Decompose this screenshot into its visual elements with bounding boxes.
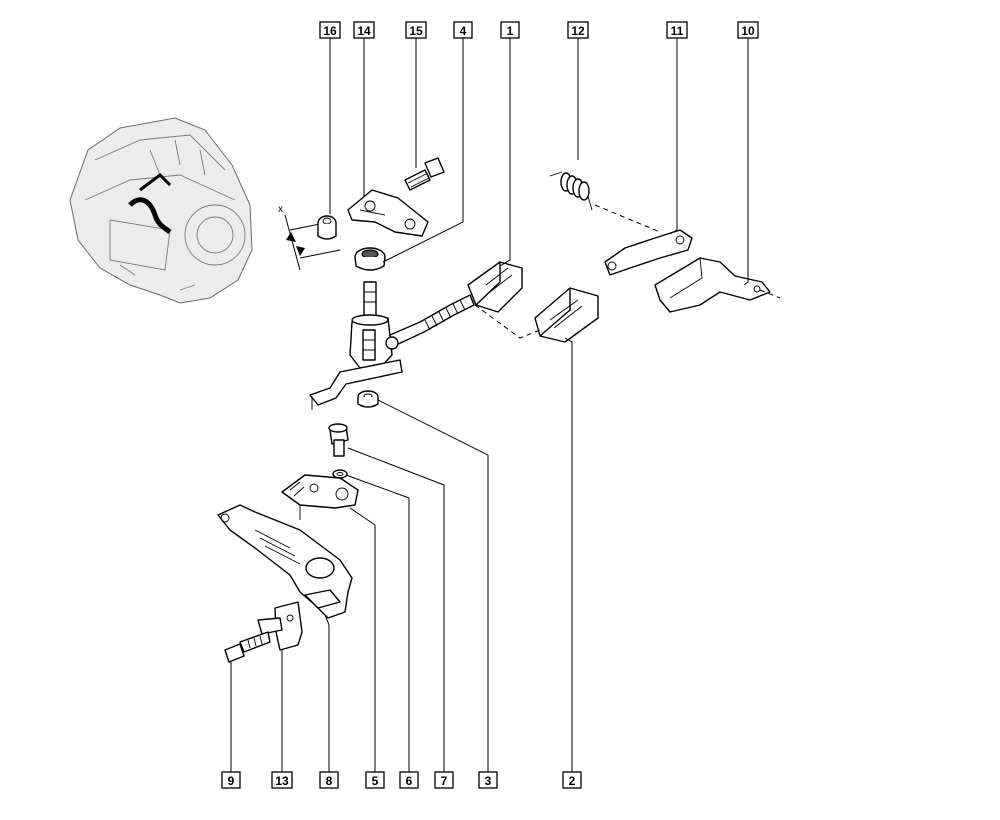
part-10-base-plate <box>654 257 771 313</box>
callout-8: 8 <box>319 771 339 789</box>
leader-lines <box>230 38 749 772</box>
callout-14: 14 <box>353 21 375 39</box>
part-7-pin-bolt <box>328 423 349 457</box>
callout-6-label: 6 <box>406 774 413 788</box>
callout-1-label: 1 <box>507 24 514 38</box>
selector-shaft-assembly <box>349 281 475 369</box>
gearbox-housing-thumbnail <box>69 117 253 304</box>
callout-13-label: 13 <box>275 774 289 788</box>
callout-15-label: 15 <box>409 24 423 38</box>
callout-2: 2 <box>562 771 582 789</box>
part-3-link-rod <box>309 359 403 410</box>
callout-13: 13 <box>271 771 293 789</box>
callout-6: 6 <box>399 771 419 789</box>
callout-2-label: 2 <box>569 774 576 788</box>
callout-15: 15 <box>405 21 427 39</box>
callout-7: 7 <box>434 771 454 789</box>
callout-10: 10 <box>737 21 759 39</box>
dimension-x-label: x <box>278 204 283 215</box>
callout-11: 11 <box>666 21 688 39</box>
callout-8-label: 8 <box>326 774 333 788</box>
part-16-bushing <box>317 215 337 240</box>
callout-14-label: 14 <box>357 24 371 38</box>
callout-12-label: 12 <box>571 24 585 38</box>
callout-3: 3 <box>478 771 498 789</box>
callout-11-label: 11 <box>671 24 684 38</box>
callout-5-label: 5 <box>372 774 379 788</box>
callout-10-label: 10 <box>741 24 755 38</box>
part-12-spring <box>549 171 593 211</box>
part-4-grommet <box>354 247 386 271</box>
part-1-cable-bracket <box>467 261 523 313</box>
callout-4-label: 4 <box>460 24 467 38</box>
callout-3-label: 3 <box>485 774 492 788</box>
callout-16: 16 <box>319 21 341 39</box>
callout-5: 5 <box>365 771 385 789</box>
part-14-bracket <box>347 189 429 237</box>
callout-16-label: 16 <box>323 24 337 38</box>
part-6-washer <box>332 469 348 479</box>
callout-7-label: 7 <box>441 774 448 788</box>
callout-9: 9 <box>221 771 241 789</box>
part-15-bolt <box>404 157 445 191</box>
callout-1: 1 <box>500 21 520 39</box>
axis-line-right <box>759 289 781 299</box>
part-9-bolt <box>224 631 271 663</box>
part-5-cam-plate <box>281 474 359 520</box>
callout-9-label: 9 <box>228 774 235 788</box>
part-2-bracket <box>534 287 599 343</box>
part-8-lever-plate <box>217 504 353 619</box>
axis-line-mid <box>474 304 541 339</box>
callout-12: 12 <box>567 21 589 39</box>
axis-line-upper <box>594 204 661 233</box>
callout-4: 4 <box>453 21 473 39</box>
part-11-lever <box>604 229 693 276</box>
part-13-clip-bracket <box>257 601 303 651</box>
